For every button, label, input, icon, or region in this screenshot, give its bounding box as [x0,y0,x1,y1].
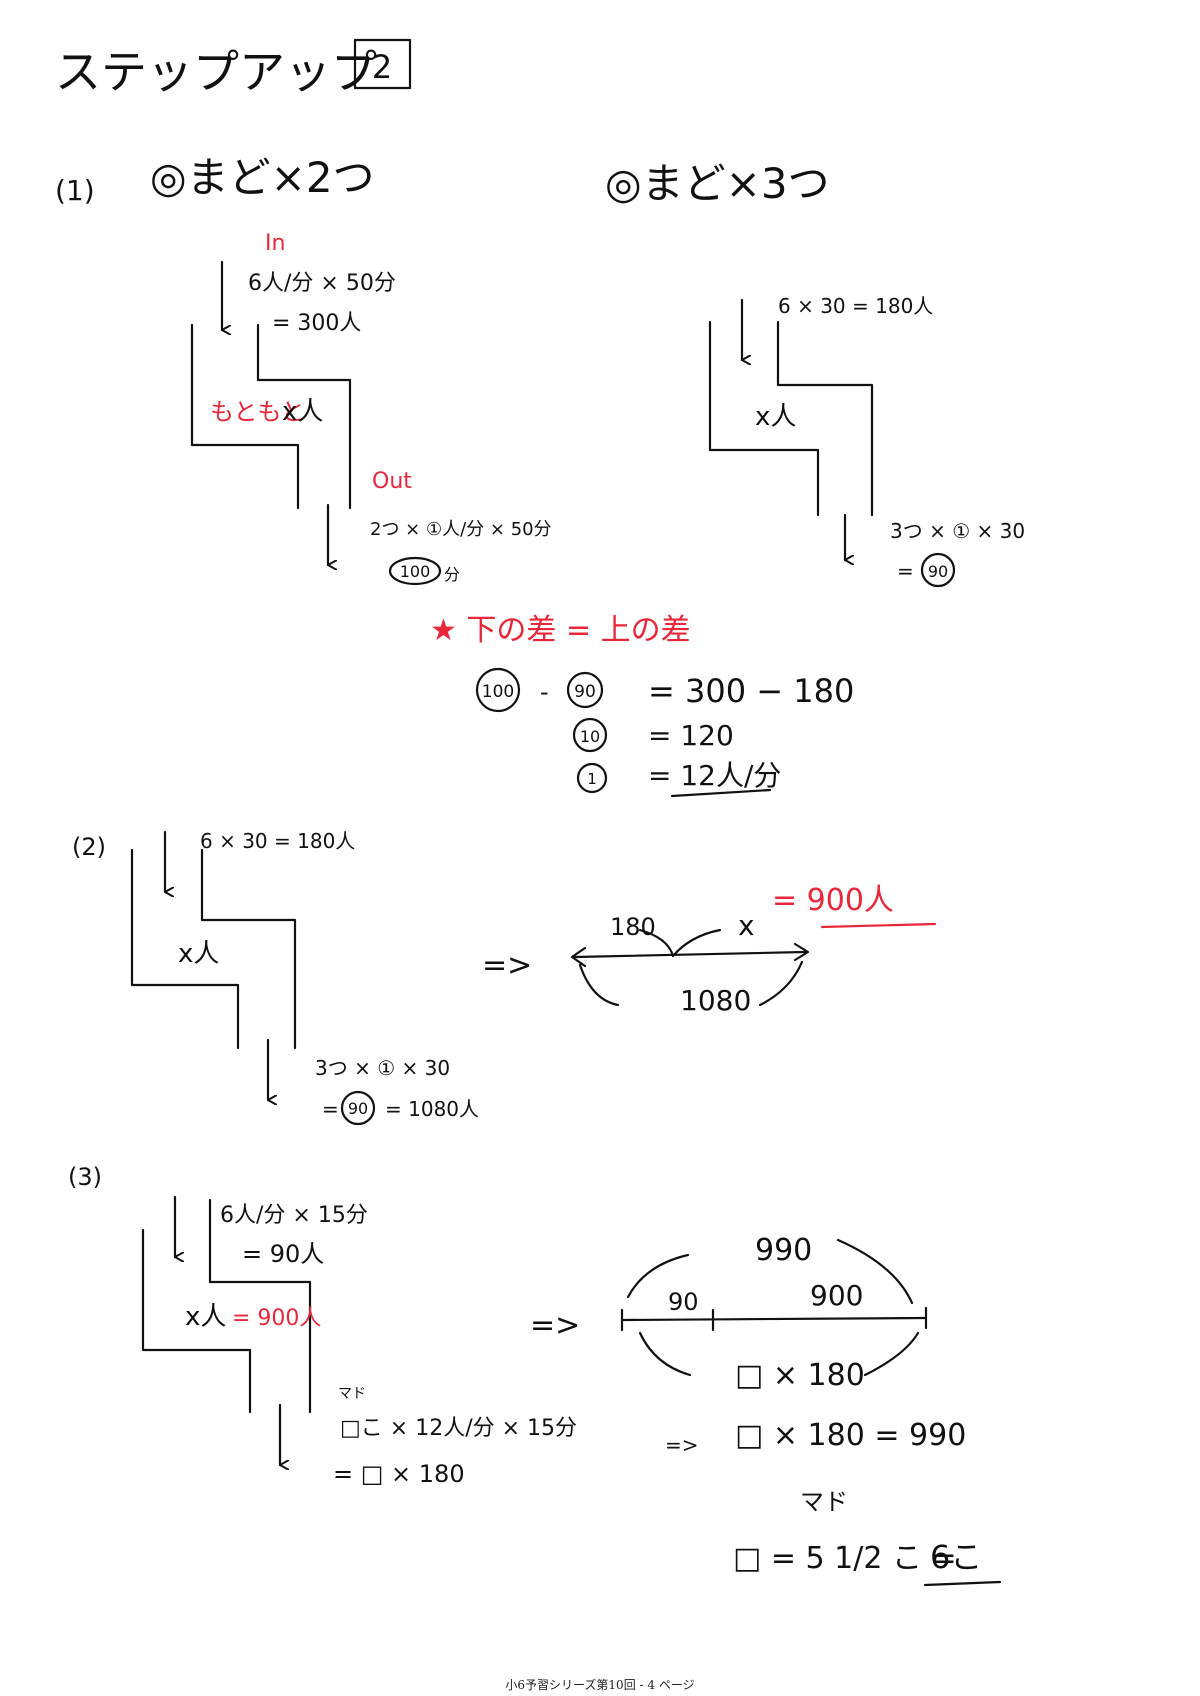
p3-answer: 6こ [930,1538,982,1576]
p3-inflow-calc-1: 6人/分 × 15分 [220,1203,368,1228]
title-box-number: 2 [372,48,392,86]
eq2-circle [572,717,608,753]
p3-x-people: x人 [185,1302,226,1332]
p3-implies: => [530,1308,580,1343]
right-inflow-calc: 6 × 30 = 180人 [778,294,933,318]
p2-x-people: x人 [178,939,219,969]
p3-bottom-brace-right [863,1331,920,1377]
eq2-right: = 120 [648,719,734,752]
outflow-unit: 分 [444,565,460,584]
eq1-value-b: 90 [574,682,596,702]
problem-1-label: (1) [55,174,95,207]
p2-tank-left-wall [130,848,240,1050]
p3-answer-underline [923,1580,1002,1587]
p3-top-brace-left [626,1253,690,1299]
p2-outflow-result: = 1080人 [385,1097,479,1121]
p3-result: □ = 5 1/2 こ = [733,1541,957,1576]
p2-outflow-calc: 3つ × ① × 30 [315,1056,450,1080]
right-tank-right-wall [776,320,874,517]
outflow-circle-value: 100 [400,562,431,581]
right-tank-left-wall [708,320,820,517]
p3-top-total: 990 [755,1233,812,1268]
p2-line-right-end [793,942,810,962]
inflow-calc-1: 6人/分 × 50分 [248,271,396,296]
right-outflow-calc: 3つ × ① × 30 [890,519,1025,543]
condition-two-windows: ◎まど×2つ [150,153,375,202]
right-outflow-circle-value: 90 [928,562,948,581]
p3-segment-a: 90 [668,1288,699,1316]
p2-line-segment [573,950,807,959]
p2-implies: => [482,948,532,983]
p2-top-brace [638,928,722,958]
p2-total: 1080 [680,984,751,1017]
p2-outflow-circle [340,1090,376,1126]
in-label: In [265,231,285,256]
p2-line-left-end [570,946,587,968]
eq2-value: 10 [580,727,600,746]
x-people: x人 [282,397,323,427]
p2-outflow-eq: = [322,1097,339,1121]
problem-2-label: (2) [72,833,106,861]
p3-implies-2: => [665,1433,699,1457]
problem-3-label: (3) [68,1163,102,1191]
star-note: ★ 下の差 = 上の差 [430,613,691,648]
p3-inflow-calc-2: = 90人 [242,1240,324,1268]
p3-bottom-brace-left [638,1331,692,1377]
eq1-value-a: 100 [482,682,514,702]
eq3-right: = 12人/分 [648,759,781,792]
p3-x-value: = 900人 [232,1306,321,1331]
eq1-circle-b [566,671,604,709]
outflow-circle [388,556,442,586]
answer-underline-1 [670,788,772,798]
outflow-calc-1: 2つ × ①人/分 × 50分 [370,519,552,540]
p3-bottom-label: □ × 180 [735,1358,865,1393]
p3-outflow-calc-1: □こ × 12人/分 × 15分 [340,1416,577,1441]
inflow-calc-2: = 300人 [272,311,361,336]
p2-bottom-brace-right [758,960,804,1007]
condition-three-windows: ◎まど×3つ [605,159,830,208]
tank-right-wall [256,323,352,510]
eq1-right: = 300 − 180 [648,672,854,710]
p3-mado: マド [338,1386,366,1402]
motomoto-label: もともと [210,398,305,426]
p2-outflow-circle-value: 90 [348,1099,368,1118]
eq3-circle [576,762,608,794]
p2-answer-underline [820,922,937,929]
page-title: ステップアップ [55,45,377,99]
p2-segment-x: x [738,909,755,942]
page-footer: 小6予習シリーズ第10回 - 4 ページ [505,1678,695,1692]
out-label: Out [372,469,412,494]
p3-tank-left-wall [141,1228,252,1414]
p3-equation: □ × 180 = 990 [735,1418,966,1453]
p3-tank-right-wall [208,1198,312,1414]
p2-segment-a: 180 [610,913,656,941]
tank-left-wall [190,323,300,510]
p3-top-brace-right [836,1238,914,1305]
p3-mado-2: マド [800,1488,848,1516]
right-x-people: x人 [755,402,796,432]
right-outflow-eq: = [897,559,914,583]
eq1-circle-a [475,667,521,713]
right-outflow-circle [920,552,956,588]
title-box [353,38,412,90]
p3-line-segment [620,1316,928,1322]
eq1-minus: - [540,678,549,706]
p2-bottom-brace-left [578,963,620,1007]
p3-outflow-calc-2: = □ × 180 [333,1460,465,1488]
p2-inflow-calc: 6 × 30 = 180人 [200,829,355,853]
p2-answer: = 900人 [772,883,894,918]
p3-segment-b: 900 [810,1279,863,1312]
p2-tank-right-wall [200,848,297,1050]
eq3-value: 1 [587,770,597,788]
